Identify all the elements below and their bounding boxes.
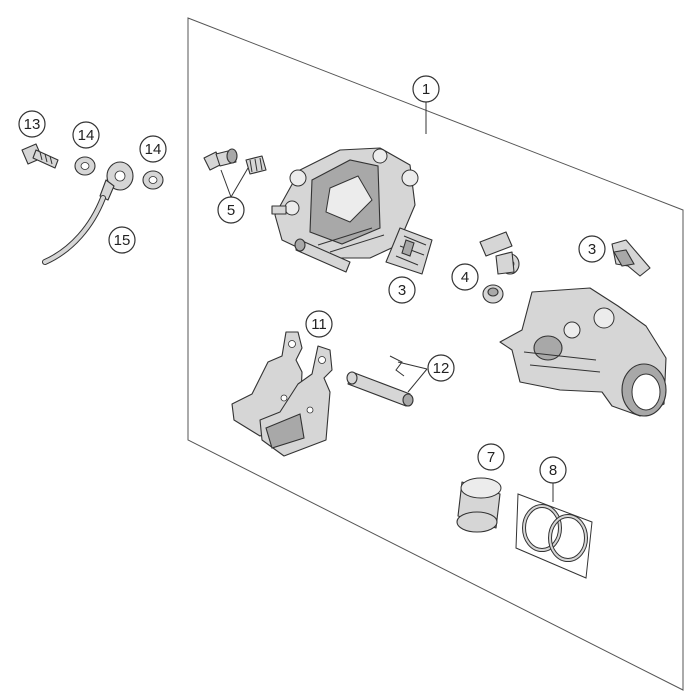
callout-7: 7: [477, 443, 505, 471]
seal-kit-part: [515, 493, 593, 579]
banjo-bolt-part: [21, 143, 59, 169]
callout-3-left: 3: [388, 276, 416, 304]
svg-text:3: 3: [588, 241, 596, 258]
piston-part: [456, 477, 502, 533]
caliper-bracket-part: [499, 287, 667, 417]
bleeder-screw-part: [203, 148, 267, 175]
callout-4: 4: [451, 263, 479, 291]
assembly-panel: [187, 17, 684, 691]
callout-8: 8: [539, 456, 567, 484]
callouts: 1 3 3 4 5 7 8 11: [18, 75, 606, 484]
caliper-body-part: [271, 147, 419, 273]
pad-spring-right-part: [611, 239, 651, 277]
callout-1: 1: [412, 75, 440, 103]
callout-14-left: 14: [72, 121, 100, 149]
callout-11: 11: [305, 310, 333, 338]
callout-3-right: 3: [578, 235, 606, 263]
svg-text:3: 3: [398, 282, 406, 299]
copper-washer-right-part: [142, 170, 164, 190]
svg-text:15: 15: [114, 232, 131, 249]
callout-5: 5: [217, 196, 245, 224]
brake-pad-part: [231, 331, 333, 457]
copper-washer-left-part: [74, 156, 96, 176]
slide-pin-part: [479, 231, 520, 304]
svg-text:1: 1: [422, 81, 430, 98]
pad-spring-left-part: [385, 227, 433, 275]
callout-15: 15: [108, 226, 136, 254]
svg-text:14: 14: [145, 141, 162, 158]
svg-text:12: 12: [433, 360, 450, 377]
svg-text:8: 8: [549, 462, 557, 479]
svg-text:5: 5: [227, 202, 235, 219]
svg-text:7: 7: [487, 449, 495, 466]
svg-text:13: 13: [24, 116, 41, 133]
callout-13: 13: [18, 110, 46, 138]
brake-hose-part: [42, 161, 134, 265]
leader-lines: [220, 102, 554, 502]
pad-pin-part: [346, 355, 414, 407]
callout-12: 12: [427, 354, 455, 382]
svg-text:14: 14: [78, 127, 95, 144]
callout-14-right: 14: [139, 135, 167, 163]
svg-text:4: 4: [461, 269, 469, 286]
svg-text:11: 11: [311, 316, 327, 333]
